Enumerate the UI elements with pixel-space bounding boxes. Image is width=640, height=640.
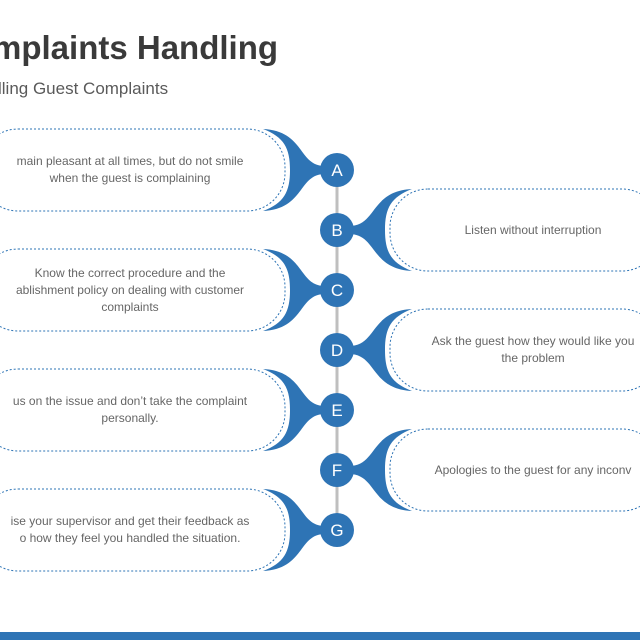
step-text-lines: Know the correct procedure and the ablish… xyxy=(0,265,270,316)
step-text-line: o how they feel you handled the situatio… xyxy=(19,531,241,545)
step-text-c: Know the correct procedure and the ablish… xyxy=(0,249,380,331)
step-connector-e xyxy=(263,369,325,451)
step-text-line: ablishment policy on dealing with custom… xyxy=(15,282,245,297)
step-text-line: Ask the guest how they would like you xyxy=(431,334,635,348)
step-marker-f xyxy=(320,453,354,487)
step-text-lines: main pleasant at all times, but do not s… xyxy=(0,153,270,187)
step-text-lines: Ask the guest how they would like you the… xyxy=(432,333,635,367)
step-letter-b: B xyxy=(331,221,342,240)
slide-title: mplaints Handling xyxy=(0,29,279,66)
step-marker-e xyxy=(320,393,354,427)
step-box-g xyxy=(0,488,286,572)
step-text-line: Know the correct procedure and the xyxy=(34,265,226,280)
step-letter-f: F xyxy=(332,461,342,480)
step-box-c xyxy=(0,248,286,332)
step-marker-c xyxy=(320,273,354,307)
step-box-e xyxy=(0,368,286,452)
step-text-lines: us on the issue and don’t take the compl… xyxy=(0,393,270,427)
step-connector-g xyxy=(263,489,325,571)
step-letter-g: G xyxy=(330,521,343,540)
step-connector-f xyxy=(349,429,412,511)
step-box-b xyxy=(389,188,640,272)
step-text-line: us on the issue and don’t take the compl… xyxy=(12,394,248,408)
step-text-f: Apologies to the guest for any inconv xyxy=(410,429,640,511)
step-box-a xyxy=(0,128,286,212)
slide-subtitle: lling Guest Complaints xyxy=(0,79,169,98)
step-text-b: Listen without interruption xyxy=(410,189,640,271)
step-letter-a: A xyxy=(331,161,343,180)
footer-bar xyxy=(0,632,640,640)
step-marker-b xyxy=(320,213,354,247)
step-letter-e: E xyxy=(331,401,342,420)
step-text-lines: Apologies to the guest for any inconv xyxy=(435,462,632,479)
step-letter-d: D xyxy=(331,341,343,360)
step-marker-d xyxy=(320,333,354,367)
step-letter-c: C xyxy=(331,281,343,300)
step-connector-b xyxy=(349,189,412,271)
step-text-line: personally. xyxy=(101,411,159,425)
step-text-d: Ask the guest how they would like you the… xyxy=(410,309,640,391)
step-text-lines: Listen without interruption xyxy=(465,222,602,239)
step-text-line: Apologies to the guest for any inconv xyxy=(434,462,632,477)
step-text-line: complaints xyxy=(101,299,159,314)
step-text-e: us on the issue and don’t take the compl… xyxy=(0,369,380,451)
step-connector-d xyxy=(349,309,412,391)
step-connector-c xyxy=(263,249,325,331)
step-text-line: ise your supervisor and get their feedba… xyxy=(10,514,250,528)
step-text-line: when the guest is complaining xyxy=(49,171,211,185)
step-text-g: ise your supervisor and get their feedba… xyxy=(0,489,380,571)
step-text-lines: ise your supervisor and get their feedba… xyxy=(0,513,270,547)
step-boxes xyxy=(0,128,640,572)
step-text-line: main pleasant at all times, but do not s… xyxy=(16,154,244,168)
step-connector-a xyxy=(263,129,325,211)
step-box-d xyxy=(389,308,640,392)
step-markers: A B C D E F G xyxy=(320,153,354,547)
step-text-line: the problem xyxy=(501,351,565,365)
step-box-f xyxy=(389,428,640,512)
step-text-line: Listen without interruption xyxy=(464,222,602,237)
step-text-a: main pleasant at all times, but do not s… xyxy=(0,129,380,211)
step-marker-a xyxy=(320,153,354,187)
step-marker-g xyxy=(320,513,354,547)
